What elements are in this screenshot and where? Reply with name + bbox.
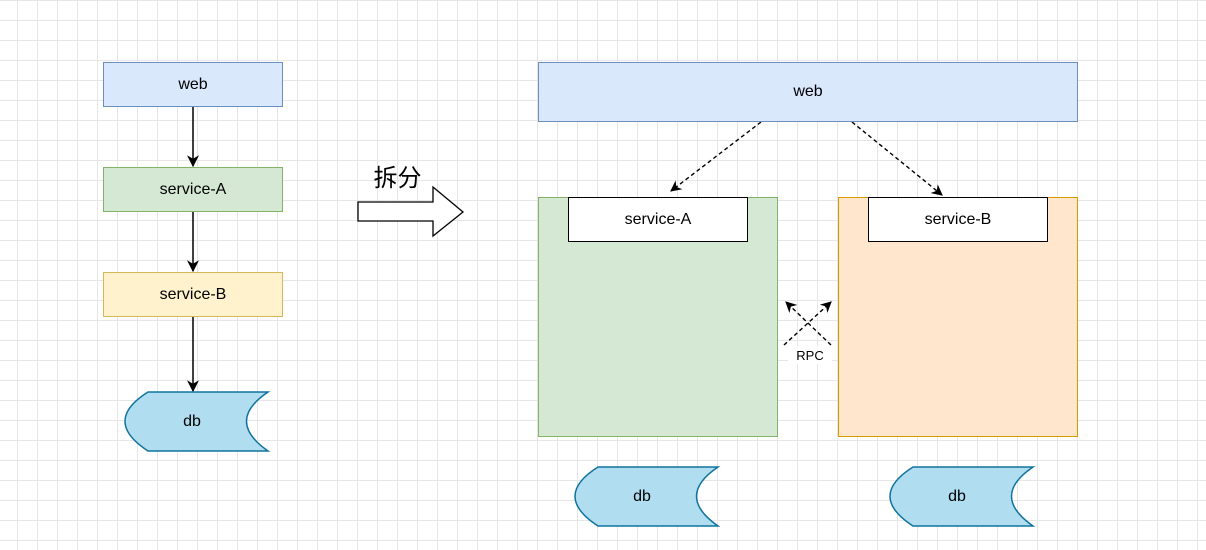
right-db-b-shape[interactable]	[889, 466, 1036, 527]
dashed-arrow-web-to-service-b[interactable]	[851, 121, 943, 196]
right-service-b-label: service-B	[924, 210, 992, 228]
left-db-shape[interactable]	[124, 391, 271, 452]
right-service-a-box[interactable]: service-A	[568, 197, 748, 242]
right-service-a-label: service-A	[624, 210, 692, 228]
left-service-a-box[interactable]: service-A	[103, 167, 283, 212]
right-db-a-label-box: db	[592, 467, 692, 526]
left-web-box[interactable]: web	[103, 62, 283, 107]
left-db-label-box: db	[142, 392, 242, 451]
left-service-b-label: service-B	[159, 285, 227, 303]
left-service-b-box[interactable]: service-B	[103, 272, 283, 317]
rpc-arrow-b-to-a[interactable]	[785, 301, 832, 346]
right-db-a-shape[interactable]	[574, 466, 721, 527]
rpc-label-text: RPC	[796, 347, 824, 363]
split-label-text: 拆分	[373, 164, 422, 192]
right-web-box[interactable]: web	[538, 62, 1078, 122]
right-service-b-box[interactable]: service-B	[868, 197, 1048, 242]
dashed-arrow-web-to-service-a[interactable]	[670, 121, 762, 192]
split-arrow-shape[interactable]	[357, 185, 465, 238]
right-db-a-label: db	[633, 487, 651, 505]
right-db-b-label: db	[948, 487, 966, 505]
left-web-label: web	[178, 75, 208, 93]
split-label: 拆分	[360, 157, 435, 193]
rpc-label: RPC	[788, 346, 832, 364]
right-db-b-label-box: db	[907, 467, 1007, 526]
right-web-label: web	[793, 83, 823, 100]
left-db-label: db	[183, 412, 201, 430]
left-service-a-label: service-A	[159, 180, 227, 198]
